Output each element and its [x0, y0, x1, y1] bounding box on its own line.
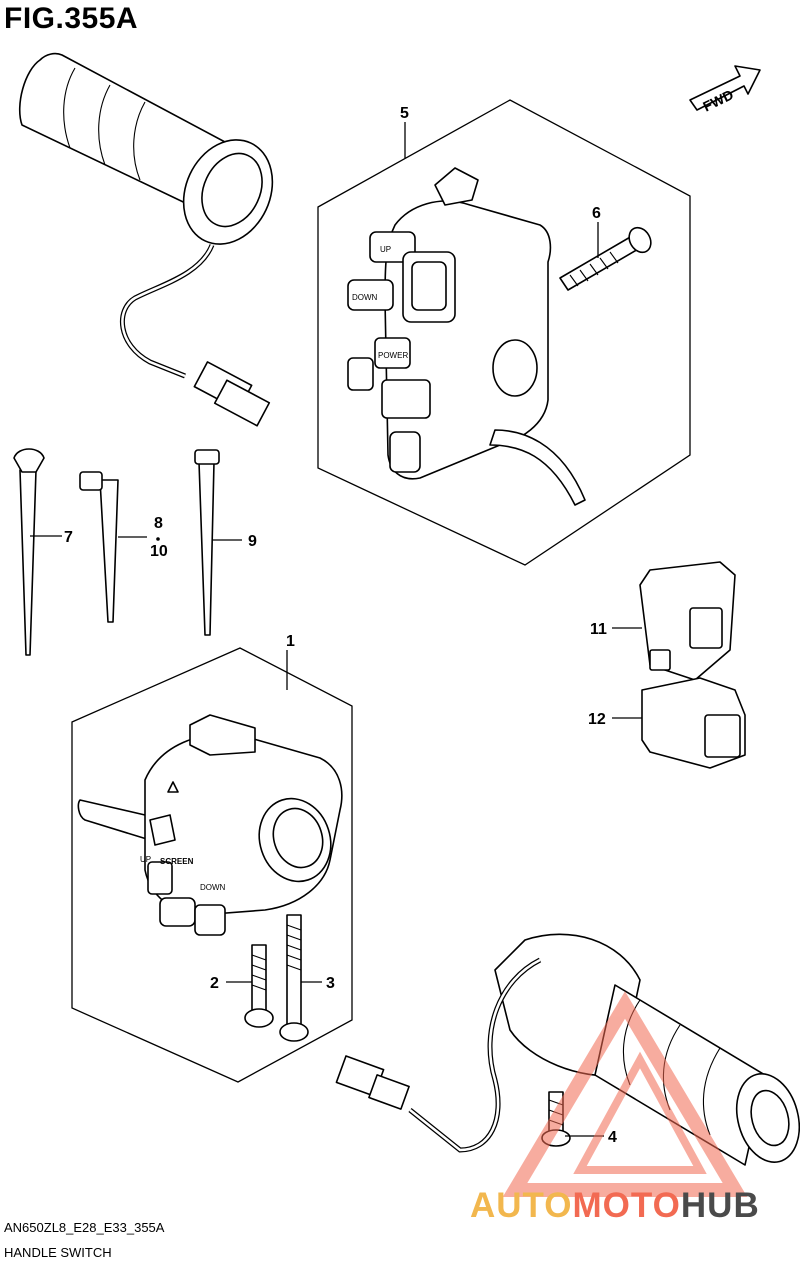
up-button-label: UP: [380, 245, 391, 254]
thumb-wheel: [347, 357, 374, 391]
callout-8: 8: [154, 515, 163, 532]
left-grip: [18, 52, 274, 427]
screen-label: SCREEN: [160, 857, 194, 866]
watermark-part-2: MOTO: [572, 1186, 681, 1225]
callout-8-10-dot: [156, 537, 160, 541]
callout-12: 12: [588, 711, 606, 728]
group-frame-5: [317, 99, 691, 566]
fwd-label: FWD: [700, 86, 736, 114]
power-button-label: POWER: [378, 351, 408, 360]
left-handle-switch: UP SCREEN DOWN: [77, 714, 343, 936]
callout-11: 11: [590, 621, 607, 638]
right-handle-switch: UP DOWN POWER: [347, 167, 586, 506]
power-button: [374, 337, 411, 369]
connector-11: [639, 561, 736, 681]
callout-2: 2: [210, 975, 219, 992]
clamp-8-10: [79, 471, 119, 623]
screw-2: [244, 944, 274, 1028]
callout-6: 6: [592, 205, 601, 222]
callout-5: 5: [400, 105, 409, 122]
up-button: [369, 231, 416, 263]
footer-name: HANDLE SWITCH: [4, 1245, 112, 1260]
callout-10: 10: [150, 543, 168, 560]
screw-6: [559, 226, 652, 291]
callout-7: 7: [64, 529, 73, 546]
watermark-part-1: AUTO: [470, 1186, 573, 1225]
callout-4: 4: [608, 1129, 617, 1146]
figure-title: FIG.355A: [4, 2, 139, 35]
watermark-logo: [502, 991, 748, 1197]
down-small-label: DOWN: [200, 883, 226, 892]
cable-tie-7: [13, 448, 45, 656]
down-button-label: DOWN: [352, 293, 378, 302]
down-button: [347, 279, 394, 311]
group-frame-1: [71, 647, 353, 1083]
screw-3: [279, 914, 309, 1042]
fwd-arrow: FWD: [689, 65, 761, 115]
watermark-part-3: HUB: [680, 1186, 760, 1225]
footer-code: AN650ZL8_E28_E33_355A: [4, 1220, 165, 1235]
watermark-text: AUTOMOTOHUB: [470, 1186, 760, 1226]
callout-1: 1: [286, 633, 295, 650]
connector-12: [641, 677, 746, 769]
cable-tie-9: [194, 449, 220, 636]
callout-9: 9: [248, 533, 257, 550]
up-small-label: UP: [140, 855, 151, 864]
callout-3: 3: [326, 975, 335, 992]
